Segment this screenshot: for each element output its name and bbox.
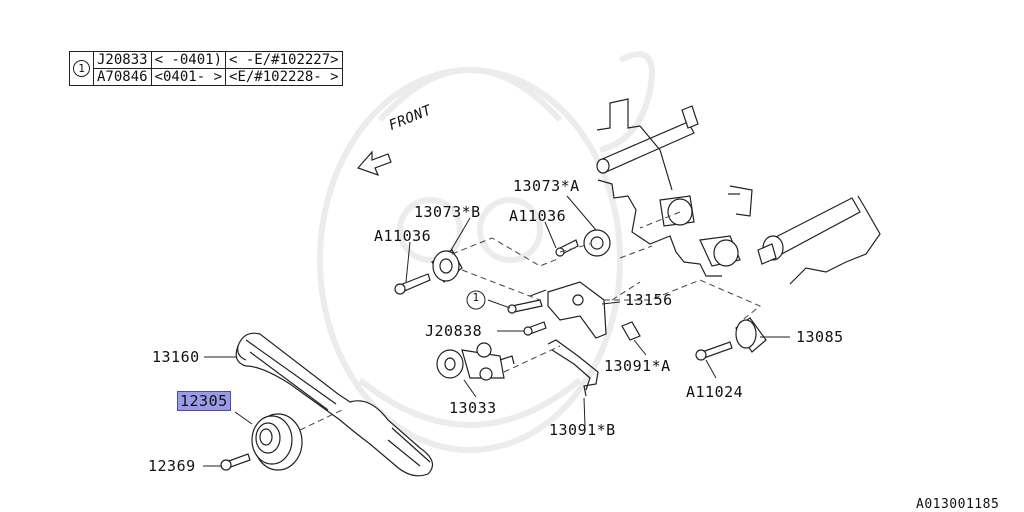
idler-pulley-a xyxy=(583,195,741,267)
applicability-table: 1 J20833 < -0401) < -E/#102227> A70846 <… xyxy=(69,51,343,86)
idler-13085 xyxy=(735,317,767,353)
table-marker-cell: 1 xyxy=(69,51,94,86)
callout-12369[interactable]: 12369 xyxy=(148,457,196,475)
callout-13091b[interactable]: 13091*B xyxy=(549,421,616,439)
guide-13091b xyxy=(547,339,599,397)
tensioner-13033 xyxy=(436,342,515,381)
callout-13073a[interactable]: 13073*A xyxy=(513,177,580,195)
date-range-cell: <0401- > xyxy=(150,68,227,86)
circle-marker-text: 1 xyxy=(472,291,480,304)
callout-13073b[interactable]: 13073*B xyxy=(414,203,481,221)
tensioner-bracket xyxy=(507,281,607,339)
callout-j20838[interactable]: J20838 xyxy=(425,322,483,340)
table-row: 1 J20833 < -0401) < -E/#102227> xyxy=(69,51,343,86)
callout-13160[interactable]: 13160 xyxy=(152,348,200,366)
leader-lines xyxy=(203,195,790,467)
bolt-a11024 xyxy=(695,341,733,361)
part-number-cell[interactable]: J20833 xyxy=(93,51,152,69)
callout-a11036-mid[interactable]: A11036 xyxy=(509,207,567,225)
crank-bolt xyxy=(220,453,251,471)
callout-13091a[interactable]: 13091*A xyxy=(604,357,671,375)
timing-belt xyxy=(235,332,434,477)
bolt-a11036-left xyxy=(394,273,431,295)
camshaft-right xyxy=(728,185,881,285)
engine-range-cell: <E/#102228- > xyxy=(225,68,343,86)
callout-13085[interactable]: 13085 xyxy=(796,328,844,346)
part-number-cell[interactable]: A70846 xyxy=(93,68,152,86)
idler-pulley-b xyxy=(431,249,463,283)
diagram-id: A013001185 xyxy=(916,497,1000,512)
callout-a11024[interactable]: A11024 xyxy=(686,383,744,401)
crank-pulley xyxy=(251,413,303,471)
front-arrow-icon xyxy=(356,150,392,177)
table-row: A70846 <0401- > <E/#102228- > xyxy=(70,68,343,86)
callout-13156[interactable]: 13156 xyxy=(625,291,673,309)
assembly-lines xyxy=(299,211,761,431)
circle-marker-diagram xyxy=(466,290,486,310)
callout-a11036-left[interactable]: A11036 xyxy=(374,227,432,245)
callout-12305-highlighted[interactable]: 12305 xyxy=(177,391,231,411)
circle-marker: 1 xyxy=(73,60,90,77)
camshaft-upper xyxy=(596,98,722,277)
clip-13091a xyxy=(621,321,641,341)
callout-13033[interactable]: 13033 xyxy=(449,399,497,417)
watermark-icon xyxy=(317,51,655,453)
date-range-cell: < -0401) xyxy=(150,51,227,69)
bolt-j20838 xyxy=(523,321,547,336)
